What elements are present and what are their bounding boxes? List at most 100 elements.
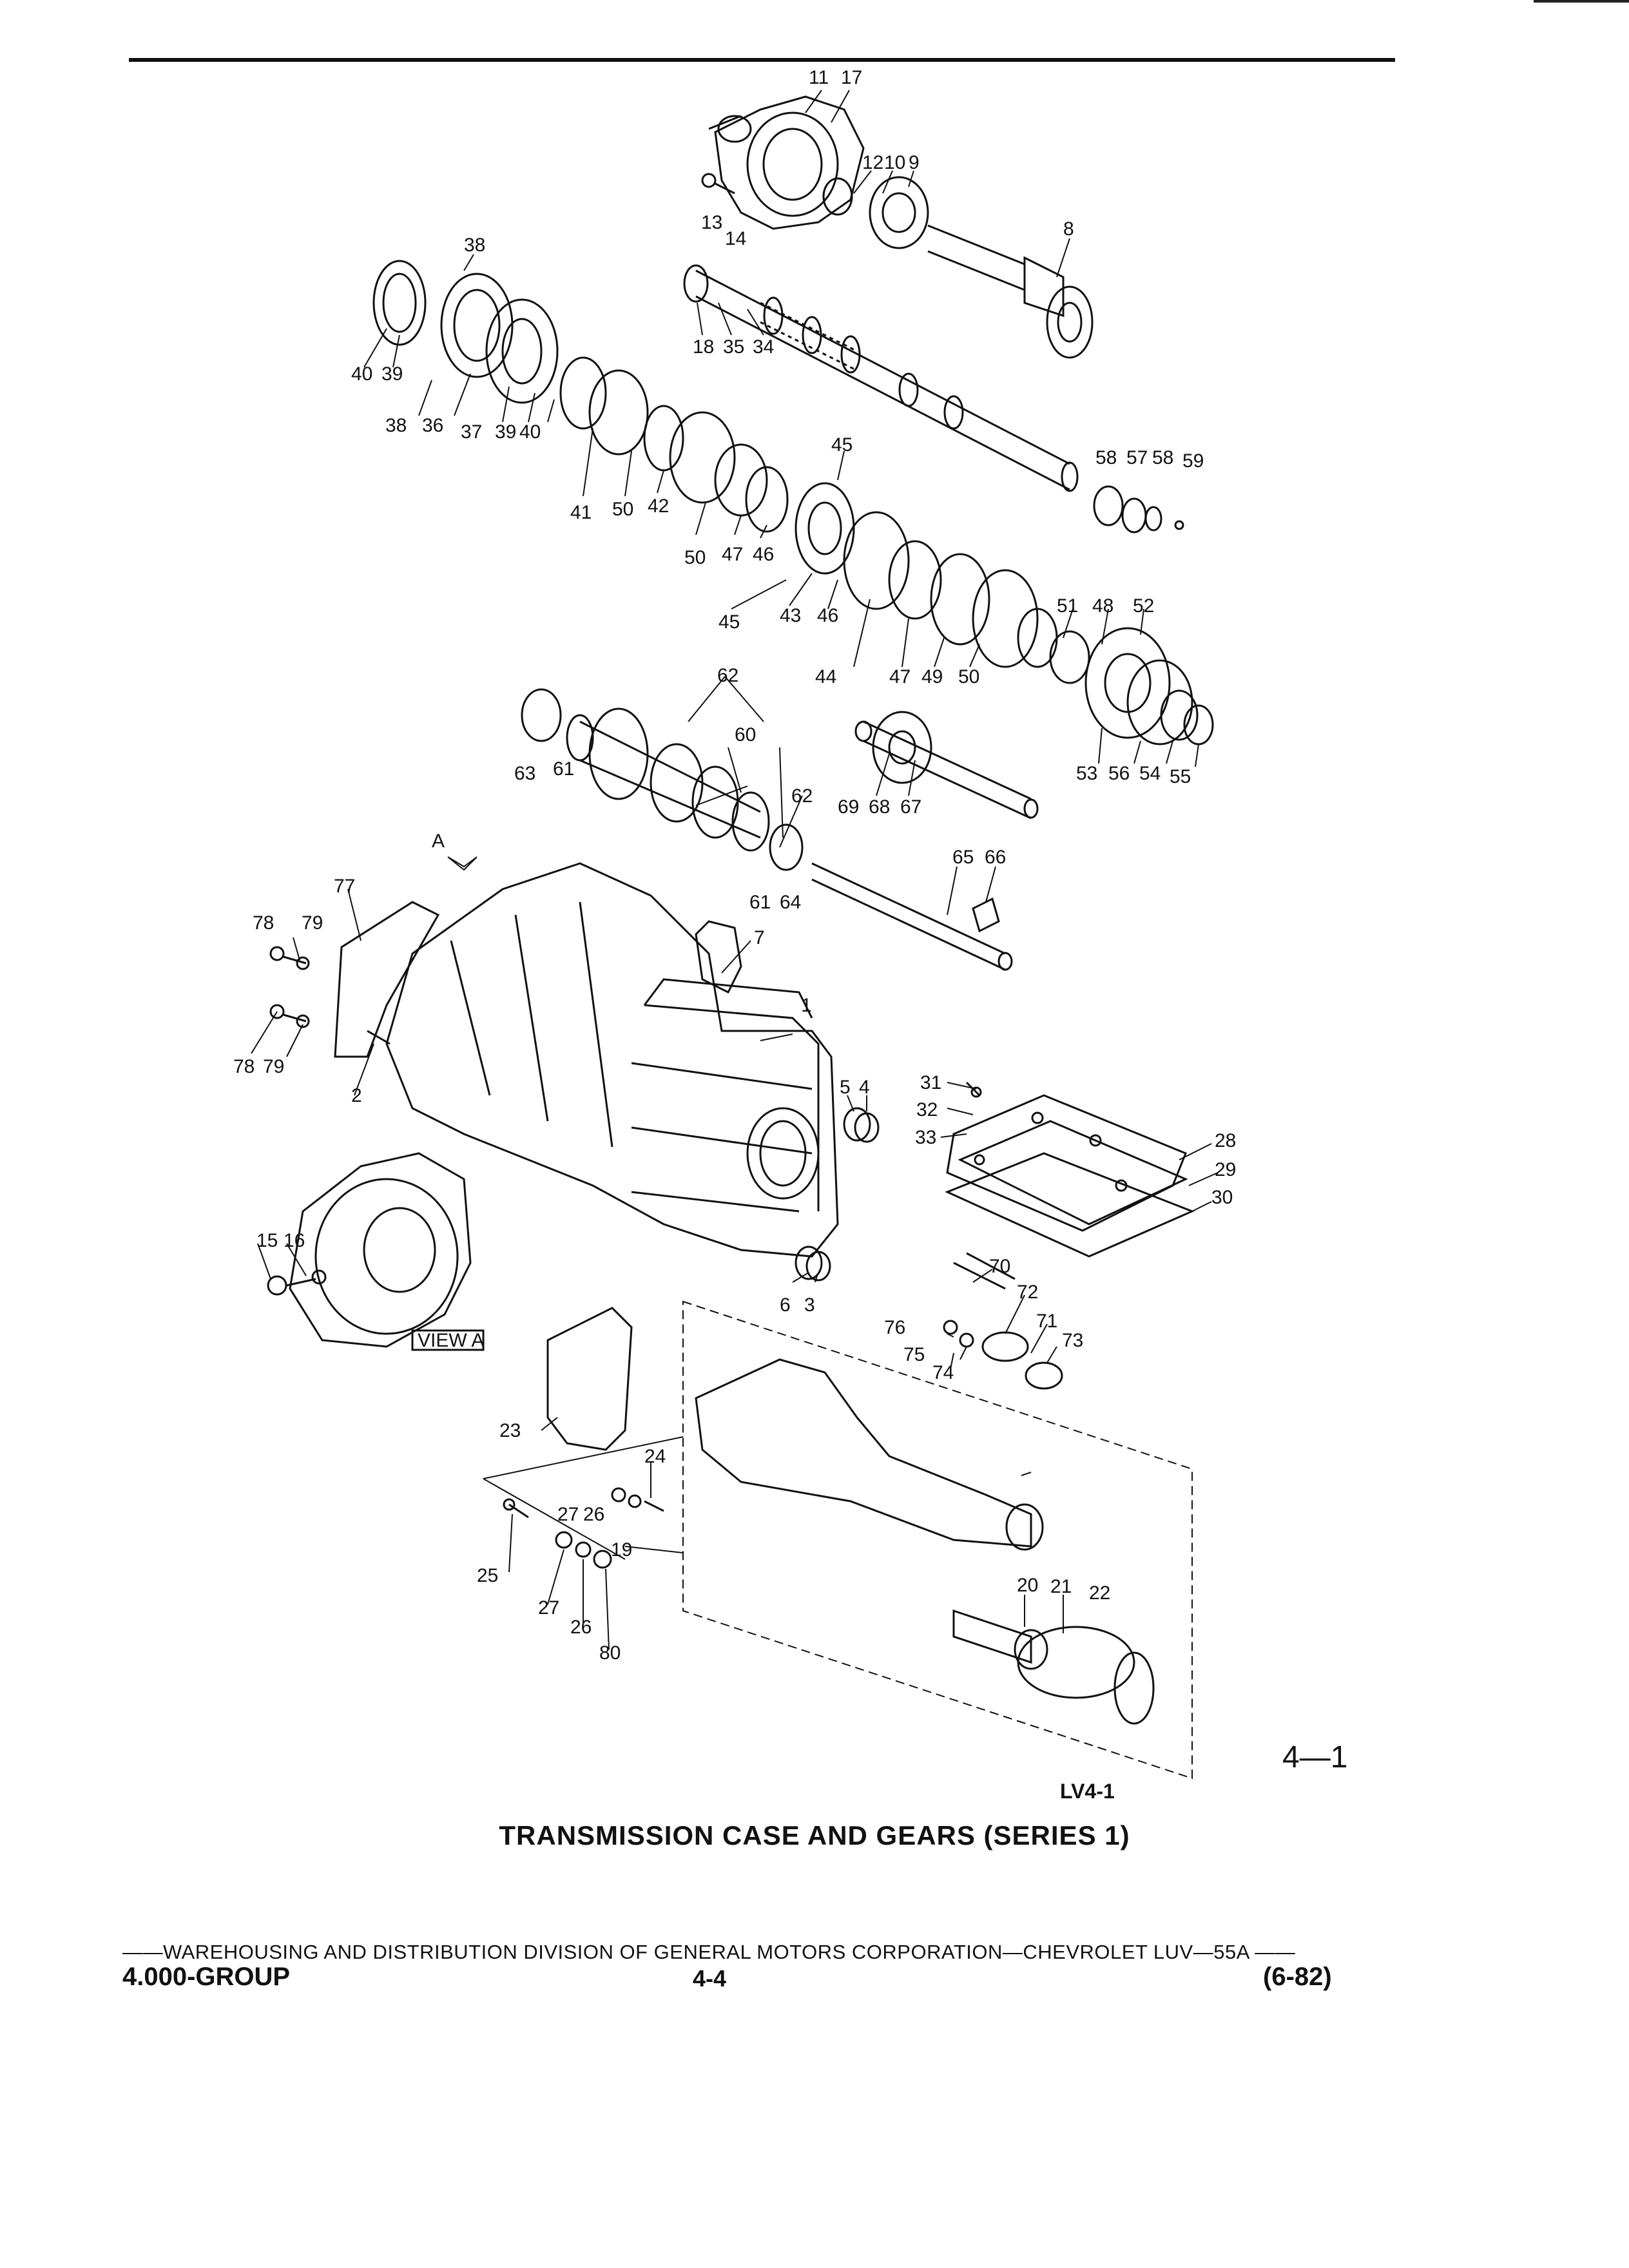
part-callout-74: 74 — [932, 1362, 954, 1383]
part-callout-53: 53 — [1076, 763, 1097, 784]
side-cover — [945, 1081, 1195, 1258]
part-callout-41: 41 — [570, 502, 592, 523]
part-callout-10: 10 — [884, 152, 905, 173]
part-callout-48: 48 — [1092, 595, 1113, 617]
part-callout-18: 18 — [693, 336, 714, 358]
part-callout-76: 76 — [884, 1317, 905, 1338]
part-callout-64: 64 — [780, 892, 801, 913]
part-callout-21: 21 — [1050, 1576, 1072, 1597]
part-callout-62: 62 — [717, 665, 738, 686]
part-callout-23: 23 — [499, 1420, 521, 1441]
part-callout-73: 73 — [1062, 1330, 1083, 1351]
part-callout-19: 19 — [611, 1539, 632, 1561]
drain-and-fill-plugs — [795, 1107, 880, 1282]
part-callout-2: 2 — [351, 1085, 362, 1106]
part-callout-27: 27 — [557, 1504, 579, 1525]
part-callout-1: 1 — [801, 995, 812, 1016]
figure-number: 4—1 — [1282, 1740, 1348, 1774]
part-callout-56: 56 — [1108, 763, 1130, 784]
part-callout-52: 52 — [1133, 595, 1154, 617]
part-callout-78: 78 — [253, 912, 274, 934]
part-callout-8: 8 — [1063, 218, 1074, 240]
part-callout-50: 50 — [612, 499, 633, 520]
part-callout-61: 61 — [749, 892, 771, 913]
rear-seal-and-bushing — [952, 1609, 1155, 1725]
view-a-label: VIEW A — [418, 1330, 484, 1351]
figure-code: LV4-1 — [1060, 1780, 1115, 1803]
countershaft-shaft — [811, 862, 1013, 971]
part-callout-26: 26 — [570, 1617, 592, 1638]
transmission-case — [385, 862, 839, 1258]
part-callout-79: 79 — [263, 1056, 284, 1077]
footer-page-number: 4-4 — [693, 1965, 727, 1992]
mainshaft-rear-nut — [1093, 485, 1184, 533]
part-callout-47: 47 — [722, 544, 743, 565]
part-callout-60: 60 — [735, 724, 756, 745]
part-callout-58: 58 — [1152, 447, 1173, 468]
part-callout-69: 69 — [838, 796, 859, 818]
part-callout-58: 58 — [1095, 447, 1117, 468]
part-callout-34: 34 — [753, 336, 774, 358]
rear-cover-gasket — [546, 1307, 633, 1451]
part-callout-75: 75 — [903, 1344, 925, 1365]
part-callout-33: 33 — [915, 1127, 936, 1148]
part-callout-20: 20 — [1017, 1575, 1038, 1596]
footer-group: 4.000-GROUP — [122, 1963, 291, 1991]
figure-caption: TRANSMISSION CASE AND GEARS (SERIES 1) — [499, 1820, 1130, 1850]
part-callout-7: 7 — [754, 927, 765, 948]
part-callout-70: 70 — [989, 1256, 1010, 1277]
part-callout-17: 17 — [841, 67, 862, 88]
part-callout-40: 40 — [351, 363, 372, 385]
synchronizer-assembly-middle — [745, 466, 1058, 668]
part-callout-45: 45 — [831, 434, 853, 456]
footer-date: (6-82) — [1263, 1963, 1332, 1991]
part-callout-65: 65 — [952, 847, 974, 868]
part-callout-72: 72 — [1017, 1282, 1038, 1303]
part-callout-26: 26 — [583, 1504, 604, 1525]
part-callout-71: 71 — [1036, 1311, 1057, 1332]
part-callout-47: 47 — [889, 666, 911, 687]
case-gasket-top — [695, 920, 742, 994]
part-callout-62: 62 — [791, 785, 813, 807]
part-callout-67: 67 — [900, 796, 921, 818]
part-callout-50: 50 — [958, 666, 979, 687]
part-callout-43: 43 — [780, 605, 801, 626]
part-callout-29: 29 — [1215, 1159, 1236, 1180]
part-callout-32: 32 — [916, 1099, 938, 1120]
part-callout-57: 57 — [1126, 447, 1148, 468]
view-arrow-label: A — [432, 831, 445, 852]
part-callout-63: 63 — [514, 763, 535, 784]
part-callout-12: 12 — [862, 152, 883, 173]
part-callout-46: 46 — [753, 544, 774, 565]
part-callout-51: 51 — [1057, 595, 1078, 617]
extension-studs-and-nuts — [503, 1487, 664, 1569]
part-callout-38: 38 — [464, 235, 485, 256]
part-callout-22: 22 — [1089, 1582, 1110, 1604]
input-shaft — [701, 173, 1094, 359]
part-callout-25: 25 — [477, 1565, 498, 1586]
countershaft-gear — [521, 688, 804, 871]
reverse-idler-gear — [854, 711, 1039, 820]
corner-rule — [1534, 0, 1629, 3]
part-callout-54: 54 — [1139, 763, 1161, 784]
part-callout-77: 77 — [334, 876, 355, 897]
part-callout-28: 28 — [1215, 1130, 1236, 1151]
part-callout-78: 78 — [233, 1056, 255, 1077]
clutch-housing-view-a — [267, 1152, 485, 1351]
part-callout-15: 15 — [256, 1230, 278, 1251]
part-callout-13: 13 — [701, 212, 722, 233]
case-bolts-left — [269, 946, 390, 1045]
part-callout-5: 5 — [840, 1077, 851, 1098]
part-callout-80: 80 — [599, 1642, 621, 1664]
extension-housing — [682, 1300, 1193, 1780]
part-callout-27: 27 — [538, 1597, 559, 1619]
part-callout-55: 55 — [1170, 766, 1191, 787]
part-callout-61: 61 — [553, 758, 574, 780]
footer-division-line: ——WAREHOUSING AND DISTRIBUTION DIVISION … — [122, 1941, 1296, 1963]
front-cover-gasket — [334, 901, 440, 1058]
part-callout-79: 79 — [302, 912, 323, 934]
part-callout-39: 39 — [381, 363, 403, 385]
top-rule — [129, 58, 1395, 62]
